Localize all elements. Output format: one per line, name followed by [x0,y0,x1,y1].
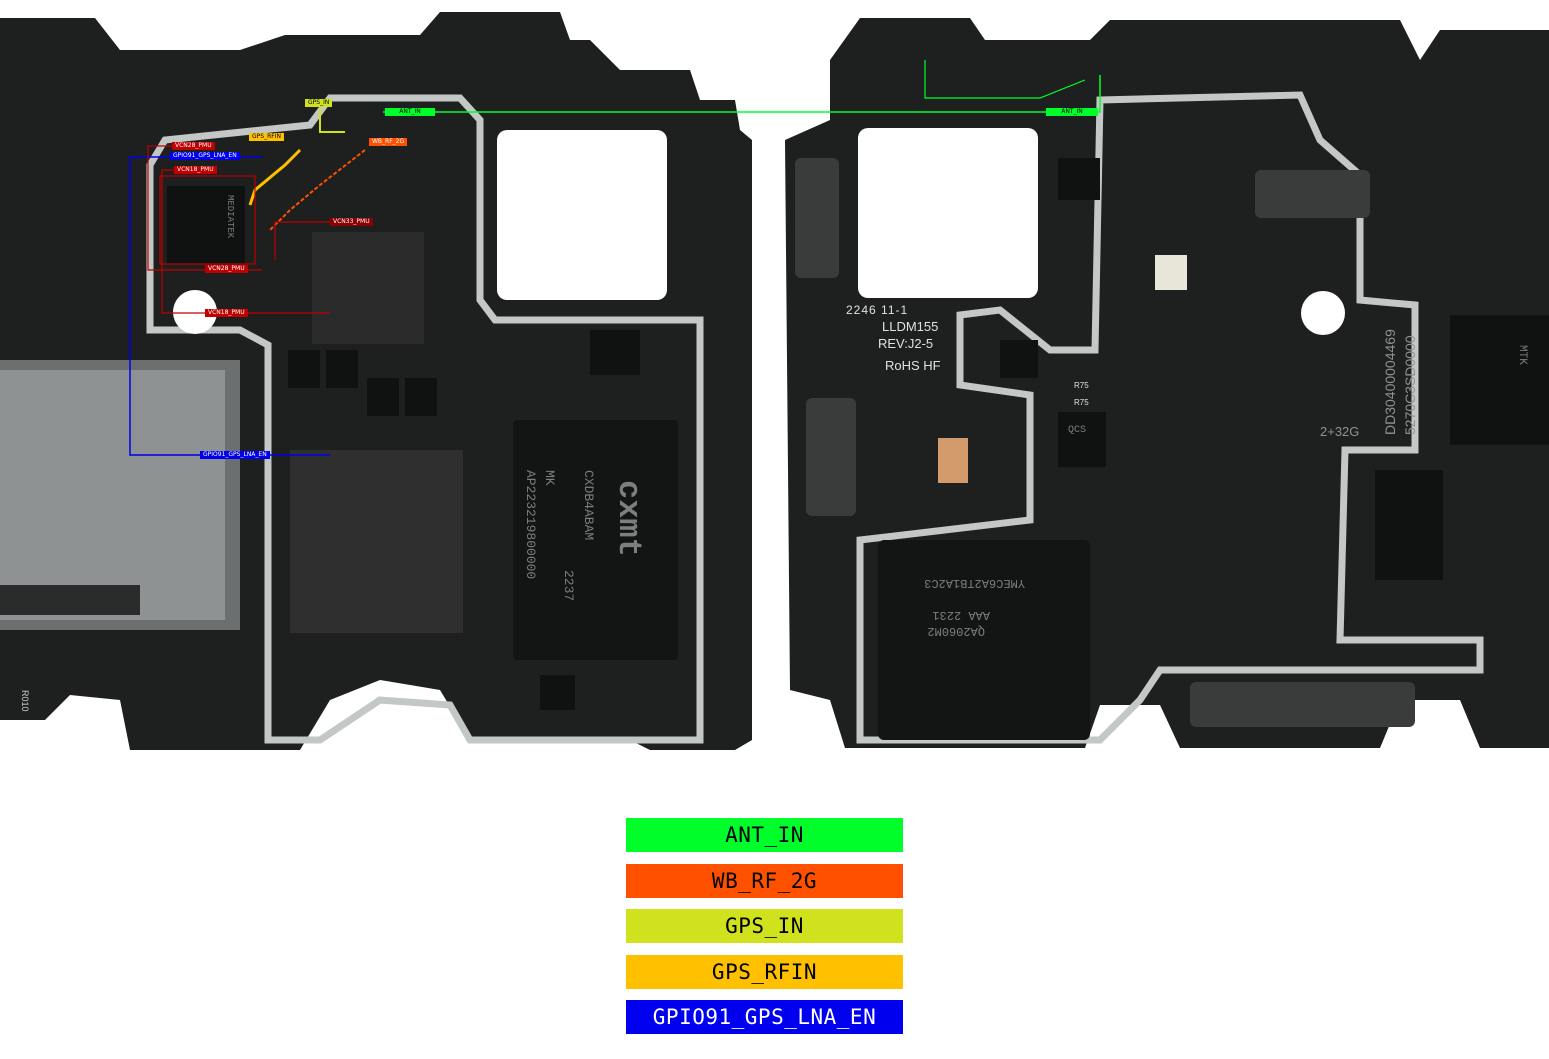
tag-vcn28-pmu-top: VCN28_PMU [172,142,215,150]
silkscreen: 2246 11-1 LLDM155 REV:J2-5 RoHS HF DD304… [20,303,1418,712]
board-model: LLDM155 [882,319,938,334]
gps-rfin-trace [248,148,302,206]
tag-gpio91-bottom: GPIO91_GPS_LNA_EN [200,451,270,459]
tag-vcn28-pmu-bottom: VCN28_PMU [205,265,248,273]
resistor-a: R75 [1074,381,1089,390]
tag-wb-rf-2g: WB_RF_2G [369,138,408,146]
cxmt-lot: AP223219800000 [523,470,538,579]
cxmt-part: CXDB4ABAM [581,470,596,540]
tag-vcn33-pmu: VCN33_PMU [330,218,373,226]
legend-gps-in: GPS_IN [626,909,903,943]
legend-wb-rf-2g: WB_RF_2G [626,863,903,898]
serial-b: 5270C3SD0000 [1402,335,1418,435]
right-board [785,18,1549,748]
resistor-b: R75 [1074,398,1089,407]
qcs-mark: QCS [1068,425,1086,436]
rf-ic-box [159,175,256,265]
ant-in-trace-2 [924,60,1086,99]
vcn33-trace [274,221,330,260]
tag-ant-in-right: ANT_IN [1046,108,1098,116]
mediatek-mark: MEDIATEK [225,195,235,239]
emmc-date: AAA 2231 [932,608,990,622]
cxmt-date: 2237 [561,570,576,601]
chip-markings: cxmt CXDB4ABAM AP223219800000 2237 MK ME… [225,195,1528,638]
tag-ant-in-left: ANT_IN [385,108,435,116]
tag-gps-in: GPS_IN [305,99,333,107]
board-rev: REV:J2-5 [878,336,933,351]
board-code: 2246 11-1 [846,303,908,317]
left-board [0,12,752,750]
legend-ant-in: ANT_IN [626,818,903,852]
r010-label: R010 [20,690,30,712]
board-rohs: RoHS HF [885,358,941,373]
gps-in-trace [319,108,345,133]
legend-gps-rfin: GPS_RFIN [626,954,903,989]
emmc-part: YMEC6A2TB1A2C3 [924,576,1025,590]
wb-rf-2g-trace [269,149,366,231]
serial-a: DD30400004469 [1382,329,1398,435]
tag-vcn18-pmu-bottom: VCN18_PMU [205,309,248,317]
mtk-mark: MTK [1516,345,1528,365]
tag-gps-rfin: GPS_RFIN [249,133,284,141]
cxmt-brand: cxmt [610,480,647,557]
tag-gpio91-top: GPIO91_GPS_LNA_EN [170,152,240,160]
pcb-board-image: cxmt CXDB4ABAM AP223219800000 2237 MK ME… [0,12,1549,750]
net-legend: ANT_IN WB_RF_2G GPS_IN GPS_RFIN GPIO91_G… [626,818,903,1046]
emmc-lot: QA2060M2 [927,624,985,638]
cxmt-mk: MK [542,470,557,486]
legend-gpio91-gps-lna-en: GPIO91_GPS_LNA_EN [626,1000,903,1034]
memory-label: 2+32G [1320,424,1359,439]
tag-vcn18-pmu-top: VCN18_PMU [174,166,217,174]
